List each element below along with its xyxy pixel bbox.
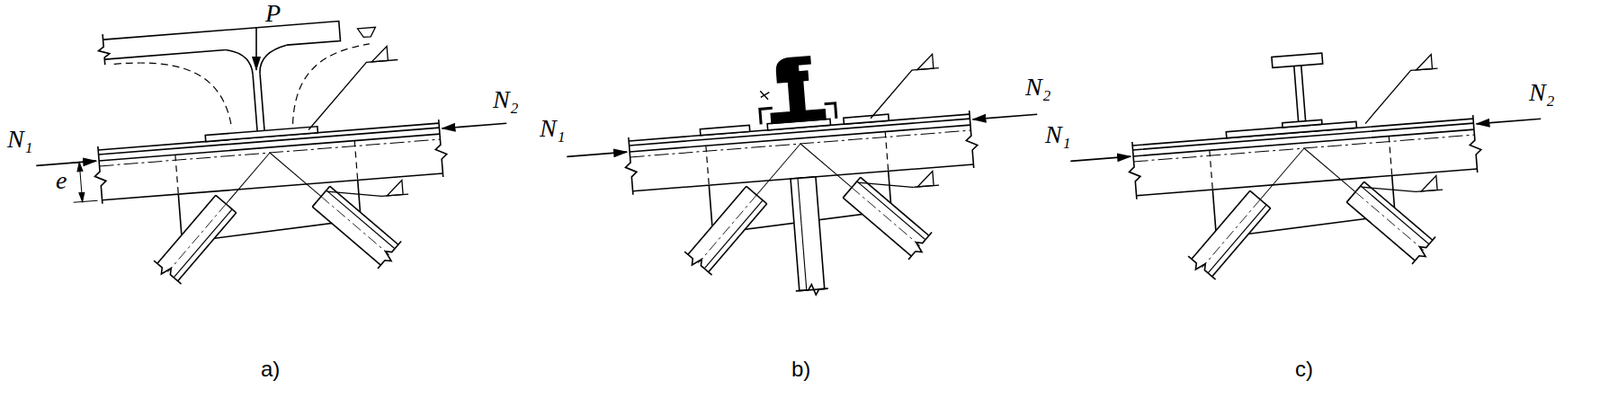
joint-c [1063,36,1553,295]
force-label: N₂ [492,86,519,115]
force-label: N₁ [7,125,33,154]
panel-label: b) [791,357,811,382]
force-label: N₁ [539,115,565,144]
force-label: N₂ [1025,73,1051,102]
force-label: N₁ [1045,121,1071,150]
panel-label: c) [1295,357,1314,382]
load-label: P [265,0,281,28]
dimension-label: e [55,167,67,196]
load-arrow [255,26,258,71]
joint-a [26,3,518,299]
force-label: N₂ [1528,79,1555,108]
joint-b [560,39,1050,314]
panel-label: a) [260,357,280,382]
